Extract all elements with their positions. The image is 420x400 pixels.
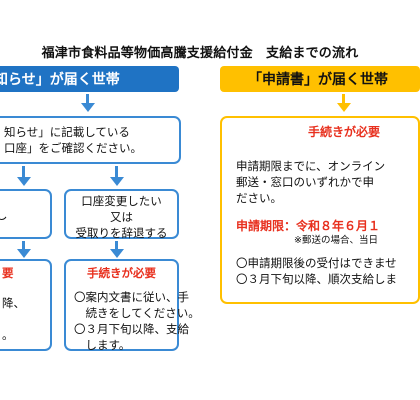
confirm-line-2: 口座」をご確認ください。 [4,141,142,155]
change-line-2: 又は [110,210,133,224]
change-line-1: 口座変更したい [81,194,162,208]
confirm-line-1: 知らせ」に記載している [4,125,130,139]
confirm-account-box: 知らせ」に記載している 口座」をご確認ください。 [0,116,181,164]
right-line-2: 郵送・窓口のいずれかで申 [236,175,374,189]
mid-bottom-heading: 手続きが必要 [87,266,156,280]
arrow-stem [22,241,25,251]
application-deadline: 申請期限：令和８年６月１ [236,219,381,233]
left-bottom-line-1: 降、 [2,296,25,310]
page-title: 福津市食料品等物価高騰支援給付金 支給までの流れ [41,46,359,61]
right-heading: 手続きが必要 [308,125,381,139]
mid-bottom-line-4: します。 [74,338,131,352]
right-line-4: 〇申請期限後の受付はできませ [236,256,397,270]
change-or-decline-box: 口座変更したい 又は 受取りを辞退する [64,189,179,240]
arrow-stem [115,241,118,251]
application-form-box: 手続きが必要 申請期限までに、オンライン 郵送・窓口のいずれかで申 ださい。 申… [220,116,420,304]
mail-note: ※郵送の場合、当日 [294,235,378,246]
arrow-stem [22,166,25,178]
right-line-5: 〇３月下旬以降、順次支給しま [236,272,397,286]
mid-bottom-line-1: 〇案内文書に従い、手 [74,290,189,304]
down-arrow-icon [109,249,124,258]
no-change-line: し [0,208,8,222]
down-arrow-icon [16,177,31,186]
right-flow-header: 「申請書」が届く世帯 [220,66,420,92]
right-line-1: 申請期限までに、オンライン [236,159,386,173]
left-bottom-line-2: 。 [2,328,14,342]
down-arrow-icon [16,249,31,258]
right-line-3: ださい。 [236,191,282,205]
no-change-box: し [0,189,52,239]
mid-bottom-line-3: 〇３月下旬以降、支給 [74,322,189,336]
arrow-stem [342,94,345,104]
right-flow-header-label: 「申請書」が届く世帯 [248,72,388,88]
left-flow-header: 知らせ」が届く世帯 [0,66,179,92]
left-bottom-box: 要 降、 。 [0,259,52,351]
arrow-stem [115,166,118,178]
mid-bottom-line-2: 続きをしてください。 [74,306,200,320]
left-bottom-heading: 要 [2,266,14,280]
change-line-3: 受取りを辞退する [75,226,168,240]
down-arrow-icon [336,103,351,112]
arrow-stem [86,94,89,104]
down-arrow-icon [109,177,124,186]
down-arrow-icon [80,103,95,112]
mid-bottom-box: 手続きが必要 〇案内文書に従い、手 続きをしてください。 〇３月下旬以降、支給 … [64,259,200,352]
left-flow-header-label: 知らせ」が届く世帯 [0,72,120,88]
